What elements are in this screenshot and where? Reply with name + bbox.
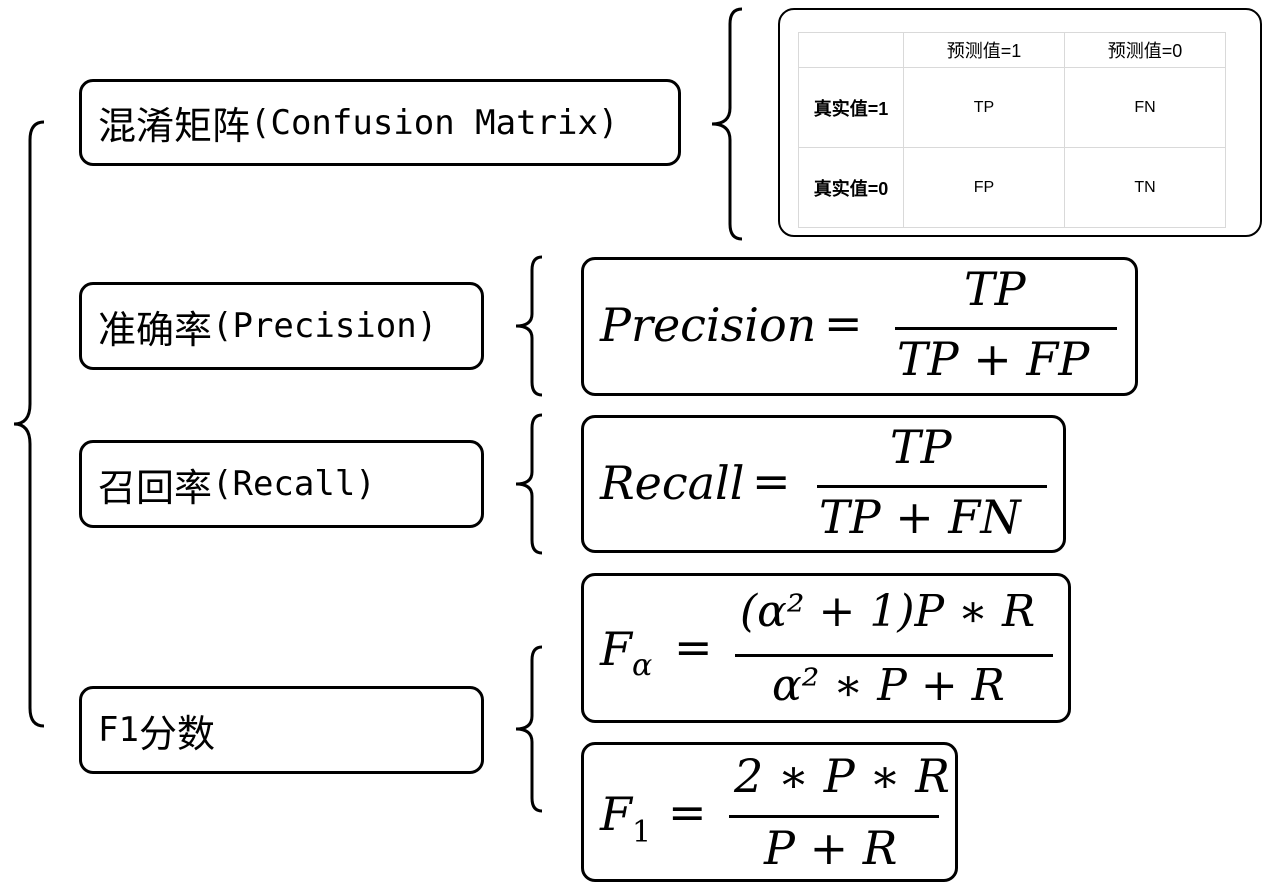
confusion-matrix-label-cjk: 混淆矩阵 xyxy=(98,104,251,148)
precision-formula-box: Precision = TP TP + FP xyxy=(581,257,1138,396)
cell-fp: FP xyxy=(903,147,1065,228)
recall-equals: = xyxy=(752,454,791,508)
recall-formula-box: Recall = TP TP + FN xyxy=(581,415,1066,553)
recall-brace xyxy=(515,413,543,555)
table-row: 真实值=1 TP FN xyxy=(798,67,1226,148)
f-alpha-denominator: α² ∗ P + R xyxy=(772,660,1005,711)
col-header-pred-0: 预测值=0 xyxy=(1064,32,1226,68)
confusion-matrix-box: 预测值=1 预测值=0 真实值=1 TP FN 真实值=0 FP TN xyxy=(778,8,1262,237)
recall-denominator: TP + FN xyxy=(819,490,1021,544)
recall-label-cjk: 召回率 xyxy=(98,465,213,510)
f-alpha-lhs-sub: α xyxy=(632,648,653,683)
f1-numerator: 2 ∗ P ∗ R xyxy=(734,749,950,803)
recall-label-en: (Recall) xyxy=(212,464,376,504)
confusion-matrix-table: 预测值=1 预测值=0 真实值=1 TP FN 真实值=0 FP TN xyxy=(798,32,1226,228)
table-row: 真实值=0 FP TN xyxy=(798,147,1226,228)
f1-formula-box: F 1 = 2 ∗ P ∗ R P + R xyxy=(581,742,958,882)
f1-score-label-en: F1 xyxy=(98,710,139,750)
f-alpha-numerator: (α² + 1)P ∗ R xyxy=(740,586,1036,637)
recall-numerator: TP xyxy=(890,420,952,474)
f-alpha-formula-box: F α = (α² + 1)P ∗ R α² ∗ P + R xyxy=(581,573,1071,723)
cell-tp: TP xyxy=(903,67,1065,148)
precision-numerator: TP xyxy=(964,262,1026,316)
row-header-true-1: 真实值=1 xyxy=(798,67,904,148)
f-alpha-lhs-main: F xyxy=(600,622,632,676)
col-header-pred-1: 预测值=1 xyxy=(903,32,1065,68)
precision-equals: = xyxy=(824,296,863,350)
f1-fraction-bar xyxy=(729,815,939,818)
confusion-matrix-label: 混淆矩阵(Confusion Matrix) xyxy=(79,79,681,166)
confusion-brace xyxy=(711,7,743,241)
f1-denominator: P + R xyxy=(764,821,898,875)
corner-cell xyxy=(798,32,904,68)
precision-brace xyxy=(515,255,543,397)
f1-lhs-sub: 1 xyxy=(632,815,652,850)
precision-fraction-bar xyxy=(895,327,1117,330)
cell-tn: TN xyxy=(1064,147,1226,228)
row-header-true-0: 真实值=0 xyxy=(798,147,904,228)
table-header-row: 预测值=1 预测值=0 xyxy=(798,32,1226,68)
recall-fraction-bar xyxy=(817,485,1047,488)
cell-fn: FN xyxy=(1064,67,1226,148)
precision-label-cjk: 准确率 xyxy=(98,307,213,352)
f1-score-label-cjk: 分数 xyxy=(138,711,215,756)
main-brace xyxy=(13,120,45,728)
f1-brace xyxy=(515,645,543,813)
recall-label: 召回率(Recall) xyxy=(79,440,484,528)
recall-lhs: Recall xyxy=(600,456,745,510)
f1-lhs-main: F xyxy=(600,787,632,841)
confusion-matrix-label-en: (Confusion Matrix) xyxy=(250,102,619,143)
precision-denominator: TP + FP xyxy=(897,332,1090,386)
precision-lhs: Precision xyxy=(600,298,817,352)
f1-equals: = xyxy=(668,785,707,839)
f-alpha-equals: = xyxy=(674,620,713,674)
precision-label-en: (Precision) xyxy=(212,306,438,346)
f-alpha-fraction-bar xyxy=(735,654,1053,657)
precision-label: 准确率(Precision) xyxy=(79,282,484,370)
